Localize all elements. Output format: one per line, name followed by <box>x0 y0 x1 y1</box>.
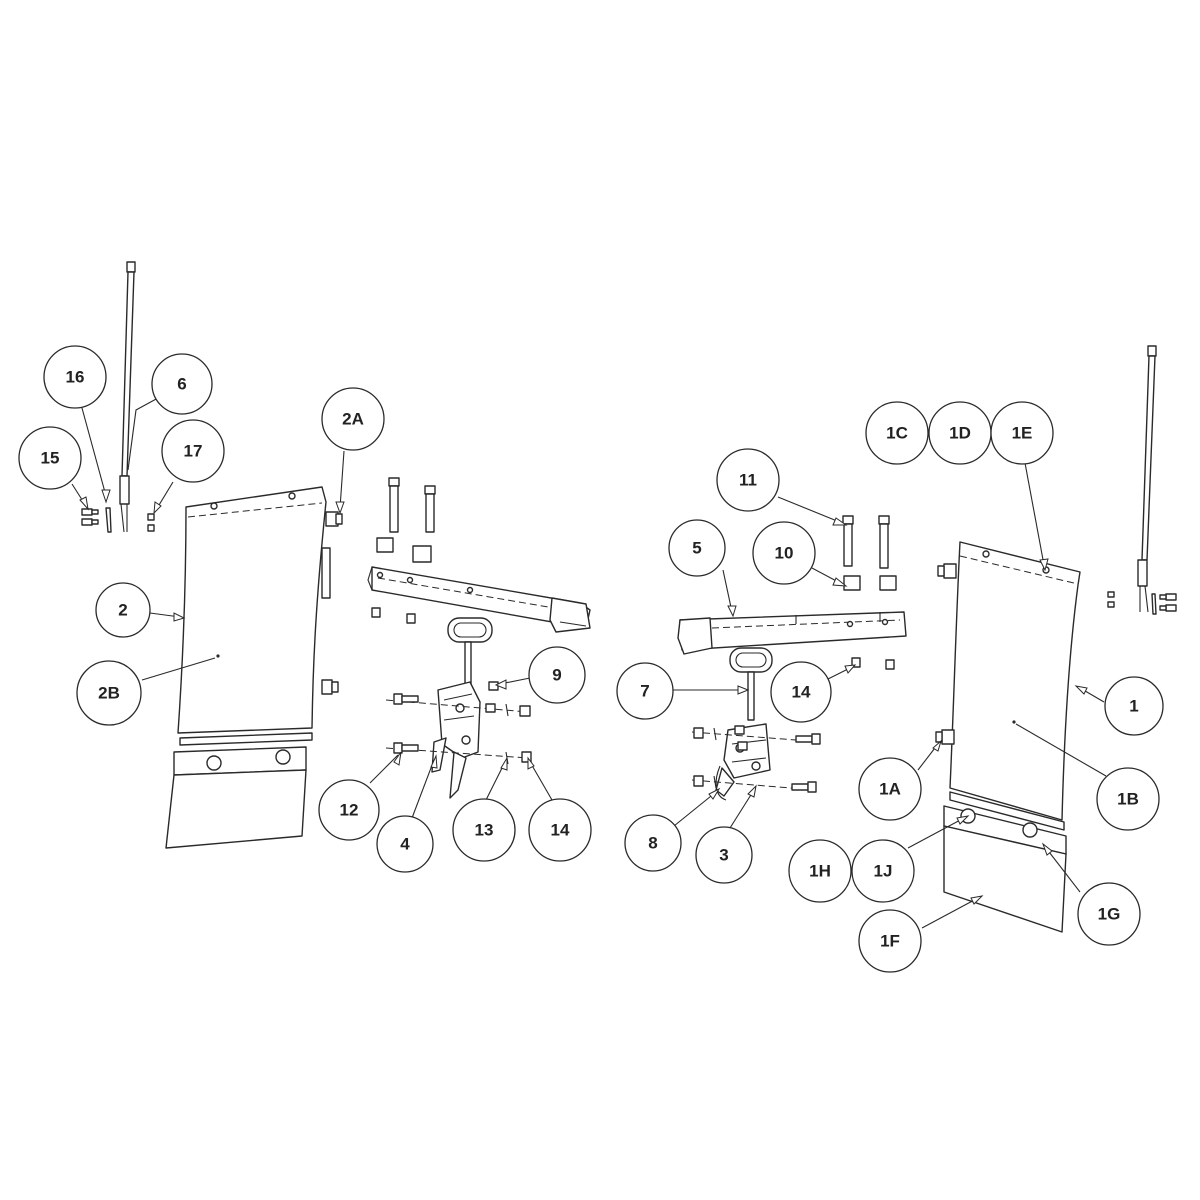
lock-pin-right <box>729 647 773 721</box>
callout-9-label: 9 <box>552 666 561 685</box>
callout-1B: 1B <box>1096 767 1160 831</box>
callout-10-label: 10 <box>775 544 794 563</box>
callout-1G: 1G <box>1077 882 1141 946</box>
callout-12-label: 12 <box>340 801 359 820</box>
callout-1F: 1F <box>858 909 922 973</box>
small-hardware-right <box>1107 591 1177 615</box>
leader-lines <box>71 397 1107 929</box>
mount-bar-left <box>367 566 591 633</box>
callout-1C: 1C <box>865 401 929 465</box>
callout-14-right-label: 14 <box>792 683 811 702</box>
callout-17: 17 <box>161 419 225 483</box>
small-hardware-left <box>81 507 155 533</box>
marker-rod-left <box>119 261 136 533</box>
callout-17-label: 17 <box>184 442 203 461</box>
callout-1D: 1D <box>928 401 992 465</box>
callout-1E: 1E <box>990 401 1054 465</box>
callout-7: 7 <box>616 662 674 720</box>
lock-pin-left <box>447 617 493 691</box>
callout-16: 16 <box>43 345 107 409</box>
callout-11: 11 <box>716 448 780 512</box>
callout-2: 2 <box>95 582 151 638</box>
callout-1-label: 1 <box>1129 697 1138 716</box>
moldboard-panel-left <box>165 486 343 849</box>
callout-14-left-label: 14 <box>551 821 570 840</box>
callout-2B-label: 2B <box>98 684 120 703</box>
callout-5: 5 <box>668 519 726 577</box>
callout-10: 10 <box>752 521 816 585</box>
bracket-hardware-left <box>385 681 532 765</box>
callout-9: 9 <box>528 646 586 704</box>
callout-11-label: 11 <box>739 471 757 490</box>
bracket-hardware-right <box>691 725 823 801</box>
callout-8-label: 8 <box>648 834 657 853</box>
pivot-bolts-right <box>842 515 897 670</box>
callout-8: 8 <box>624 814 682 872</box>
callout-1F-label: 1F <box>880 932 900 951</box>
callout-5-label: 5 <box>692 539 701 558</box>
callout-6: 6 <box>151 353 213 415</box>
trip-bracket-left <box>431 681 481 799</box>
callout-14-left: 14 <box>528 798 592 862</box>
callout-2A: 2A <box>321 387 385 451</box>
callout-13: 13 <box>452 798 516 862</box>
callout-1H: 1H <box>788 839 852 903</box>
callout-4-label: 4 <box>400 835 410 854</box>
callout-1D-label: 1D <box>949 424 971 443</box>
callout-1C-label: 1C <box>886 424 908 443</box>
callout-2-label: 2 <box>118 601 127 620</box>
callout-12: 12 <box>318 779 380 841</box>
callout-1A: 1A <box>858 757 922 821</box>
callout-1J: 1J <box>851 839 915 903</box>
callout-4: 4 <box>376 815 434 873</box>
callout-7-label: 7 <box>640 682 649 701</box>
callout-16-label: 16 <box>66 368 85 387</box>
callout-1J-label: 1J <box>874 862 893 881</box>
callout-1: 1 <box>1104 676 1164 736</box>
callout-1H-label: 1H <box>809 862 831 881</box>
callout-15: 15 <box>18 426 82 490</box>
callout-15-label: 15 <box>41 449 60 468</box>
callout-2B: 2B <box>76 660 142 726</box>
callout-13-label: 13 <box>475 821 494 840</box>
callout-14-right: 14 <box>770 661 832 723</box>
pivot-bolts-left <box>371 477 436 624</box>
callout-2A-label: 2A <box>342 410 364 429</box>
moldboard-panel-right <box>935 541 1081 933</box>
mount-bar-right <box>677 611 907 655</box>
callout-3: 3 <box>695 826 753 884</box>
callout-1G-label: 1G <box>1098 905 1121 924</box>
callout-6-label: 6 <box>177 375 186 394</box>
callout-1A-label: 1A <box>879 780 901 799</box>
callout-1E-label: 1E <box>1012 424 1033 443</box>
marker-rod-right <box>1137 345 1157 613</box>
callout-1B-label: 1B <box>1117 790 1139 809</box>
callout-3-label: 3 <box>719 846 728 865</box>
